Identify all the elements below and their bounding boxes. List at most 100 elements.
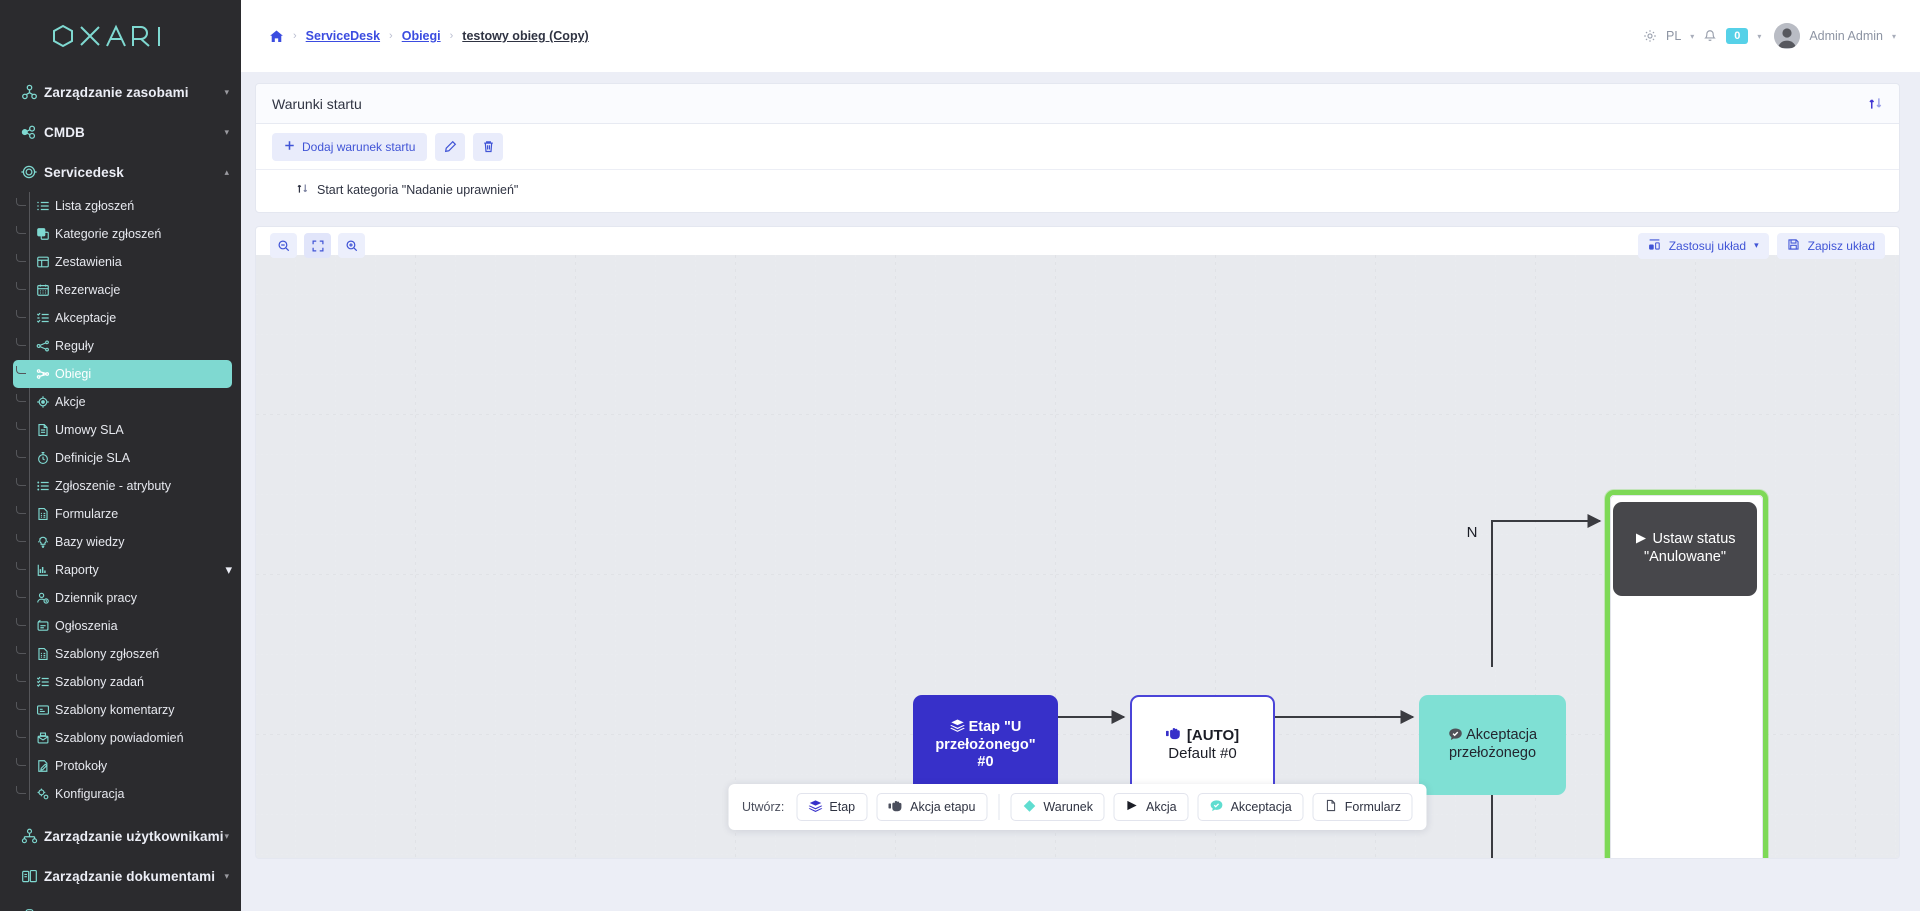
- sidebar-item-rezerwacje[interactable]: Rezerwacje: [13, 276, 232, 304]
- node-ustaw-status-anulowane[interactable]: Ustaw status "Anulowane": [1613, 502, 1757, 596]
- sidebar-item-label: Ogłoszenia: [55, 619, 118, 633]
- sidebar-item-label: Szablony zgłoszeń: [55, 647, 159, 661]
- sidebar-group-label: CMDB: [44, 125, 85, 140]
- zoom-out-icon[interactable]: [270, 233, 297, 258]
- language-selector[interactable]: PL: [1666, 29, 1681, 43]
- save-disk-icon: [1787, 238, 1800, 254]
- start-condition-row[interactable]: Start kategoria "Nadanie uprawnień": [296, 182, 1883, 198]
- sidebar-group-servicedesk[interactable]: Servicedesk ▴: [0, 152, 241, 192]
- node-auto-text: [AUTO] Default #0: [1166, 727, 1239, 764]
- breadcrumb-obiegi[interactable]: Obiegi: [402, 29, 441, 43]
- sidebar-item-label: Zestawienia: [55, 255, 122, 269]
- docs-icon: [14, 868, 44, 885]
- document-icon: [31, 423, 55, 437]
- trash-icon[interactable]: [473, 133, 503, 161]
- sidebar-group-zarzadzanie-uzytkownikami[interactable]: Zarządzanie użytkownikami ▾: [0, 816, 241, 856]
- sidebar-item-definicje-sla[interactable]: Definicje SLA: [13, 444, 232, 472]
- create-akcja-button[interactable]: Akcja: [1114, 793, 1189, 821]
- list-icon: [31, 199, 55, 213]
- notify-template-icon: [31, 731, 55, 745]
- breadcrumb-separator: ›: [389, 30, 393, 42]
- panel-content: Start kategoria "Nadanie uprawnień": [256, 170, 1899, 212]
- sync-icon[interactable]: [1868, 96, 1883, 111]
- canvas-layout-actions: Zastosuj układ ▾ Zapisz układ: [1638, 233, 1885, 259]
- sidebar-item-umowy-sla[interactable]: Umowy SLA: [13, 416, 232, 444]
- breadcrumb-separator: ›: [293, 30, 297, 42]
- cog-icon: [31, 787, 55, 801]
- task-template-icon: [31, 675, 55, 689]
- sidebar-item-lista-zgloszen[interactable]: Lista zgłoszeń: [13, 192, 232, 220]
- chart-icon: [31, 563, 55, 577]
- create-etap-button[interactable]: Etap: [796, 793, 867, 821]
- chevron-down-icon: ▾: [224, 871, 229, 882]
- sidebar-item-zestawienia[interactable]: Zestawienia: [13, 248, 232, 276]
- sidebar-item-protokoly[interactable]: Protokoły: [13, 752, 232, 780]
- stack-icon: [808, 799, 822, 816]
- user-name[interactable]: Admin Admin: [1809, 29, 1883, 43]
- sidebar-item-label: Lista zgłoszeń: [55, 199, 134, 213]
- sidebar-item-obiegi[interactable]: Obiegi: [13, 360, 232, 388]
- sidebar-item-raporty[interactable]: Raporty ▾: [13, 556, 232, 584]
- sidebar-item-label: Umowy SLA: [55, 423, 124, 437]
- save-layout-button[interactable]: Zapisz układ: [1777, 233, 1885, 259]
- chevron-down-icon[interactable]: ▾: [1757, 32, 1761, 41]
- sidebar-submenu-servicedesk: Lista zgłoszeń Kategorie zgłoszeń Zestaw…: [0, 192, 241, 808]
- breadcrumb-servicedesk[interactable]: ServiceDesk: [306, 29, 380, 43]
- stack-icon: [950, 719, 969, 735]
- sidebar-item-akceptacje[interactable]: Akceptacje: [13, 304, 232, 332]
- pencil-icon[interactable]: [435, 133, 465, 161]
- cmdb-icon: [14, 124, 44, 141]
- chevron-down-icon[interactable]: ▾: [1892, 32, 1896, 41]
- sidebar-item-label: Dziennik pracy: [55, 591, 137, 605]
- app-logo[interactable]: [0, 0, 241, 72]
- sidebar-group-cmdb[interactable]: CMDB ▾: [0, 112, 241, 152]
- create-warunek-button[interactable]: Warunek: [1010, 793, 1105, 821]
- node-auto[interactable]: [AUTO] Default #0: [1130, 695, 1275, 795]
- sidebar-item-szablony-zadan[interactable]: Szablony zadań: [13, 668, 232, 696]
- sidebar-item-ogloszenia[interactable]: Ogłoszenia: [13, 612, 232, 640]
- assets-icon: [14, 84, 44, 101]
- avatar[interactable]: [1774, 23, 1800, 49]
- home-icon[interactable]: [269, 29, 284, 44]
- sidebar-item-reguly[interactable]: Reguły: [13, 332, 232, 360]
- create-formularz-button[interactable]: Formularz: [1313, 793, 1413, 821]
- comment-check-icon: [1210, 799, 1224, 816]
- sidebar-item-kategorie-zgloszen[interactable]: Kategorie zgłoszeń: [13, 220, 232, 248]
- zoom-in-icon[interactable]: [338, 233, 365, 258]
- sidebar-item-zgloszenie-atrybuty[interactable]: Zgłoszenie - atrybuty: [13, 472, 232, 500]
- workflow-canvas-card: Zastosuj układ ▾ Zapisz układ: [255, 226, 1900, 859]
- start-conditions-panel: Warunki startu Dodaj warunek startu: [255, 83, 1900, 213]
- create-warunek-label: Warunek: [1043, 800, 1093, 814]
- add-start-condition-button[interactable]: Dodaj warunek startu: [272, 133, 427, 161]
- sidebar-group-label: Zarządzanie dokumentami: [44, 869, 215, 884]
- sidebar-group-zarzadzanie-dokumentami[interactable]: Zarządzanie dokumentami ▾: [0, 856, 241, 896]
- sidebar-item-szablony-zgloszen[interactable]: Szablony zgłoszeń: [13, 640, 232, 668]
- file-icon: [1325, 799, 1338, 815]
- create-akceptacja-button[interactable]: Akceptacja: [1198, 793, 1304, 821]
- sidebar-item-bazy-wiedzy[interactable]: Bazy wiedzy: [13, 528, 232, 556]
- sidebar-group-zarzadzanie-mobilnymi[interactable]: Zarządzanie mobilnymi ▾: [0, 896, 241, 911]
- fit-screen-icon[interactable]: [304, 233, 331, 258]
- sidebar-item-szablony-komentarzy[interactable]: Szablony komentarzy: [13, 696, 232, 724]
- sidebar-item-label: Szablony zadań: [55, 675, 144, 689]
- create-akcja-etapu-button[interactable]: Akcja etapu: [876, 793, 987, 821]
- plus-icon: [284, 140, 295, 154]
- node-etap[interactable]: Etap "U przełożonego" #0: [913, 695, 1058, 795]
- sidebar-item-konfiguracja[interactable]: Konfiguracja: [13, 780, 232, 808]
- sidebar-item-formularze[interactable]: Formularze: [13, 500, 232, 528]
- diamond-icon: [1022, 799, 1036, 816]
- node-akceptacja[interactable]: Akceptacja przełożonego: [1419, 695, 1566, 795]
- sidebar-item-label: Raporty: [55, 563, 99, 577]
- sidebar-group-zarzadzanie-zasobami[interactable]: Zarządzanie zasobami ▾: [0, 72, 241, 112]
- sidebar-item-dziennik-pracy[interactable]: Dziennik pracy: [13, 584, 232, 612]
- sidebar-item-akcje[interactable]: Akcje: [13, 388, 232, 416]
- chevron-down-icon[interactable]: ▾: [1690, 32, 1694, 41]
- protocol-icon: [31, 759, 55, 773]
- notification-badge[interactable]: 0: [1726, 28, 1748, 44]
- sidebar-group-label: Servicedesk: [44, 165, 124, 180]
- bell-icon[interactable]: [1703, 29, 1717, 43]
- sidebar-item-label: Akceptacje: [55, 311, 116, 325]
- sidebar-item-szablony-powiadomien[interactable]: Szablony powiadomień: [13, 724, 232, 752]
- apply-layout-button[interactable]: Zastosuj układ ▾: [1638, 233, 1769, 259]
- gear-icon[interactable]: [1643, 29, 1657, 43]
